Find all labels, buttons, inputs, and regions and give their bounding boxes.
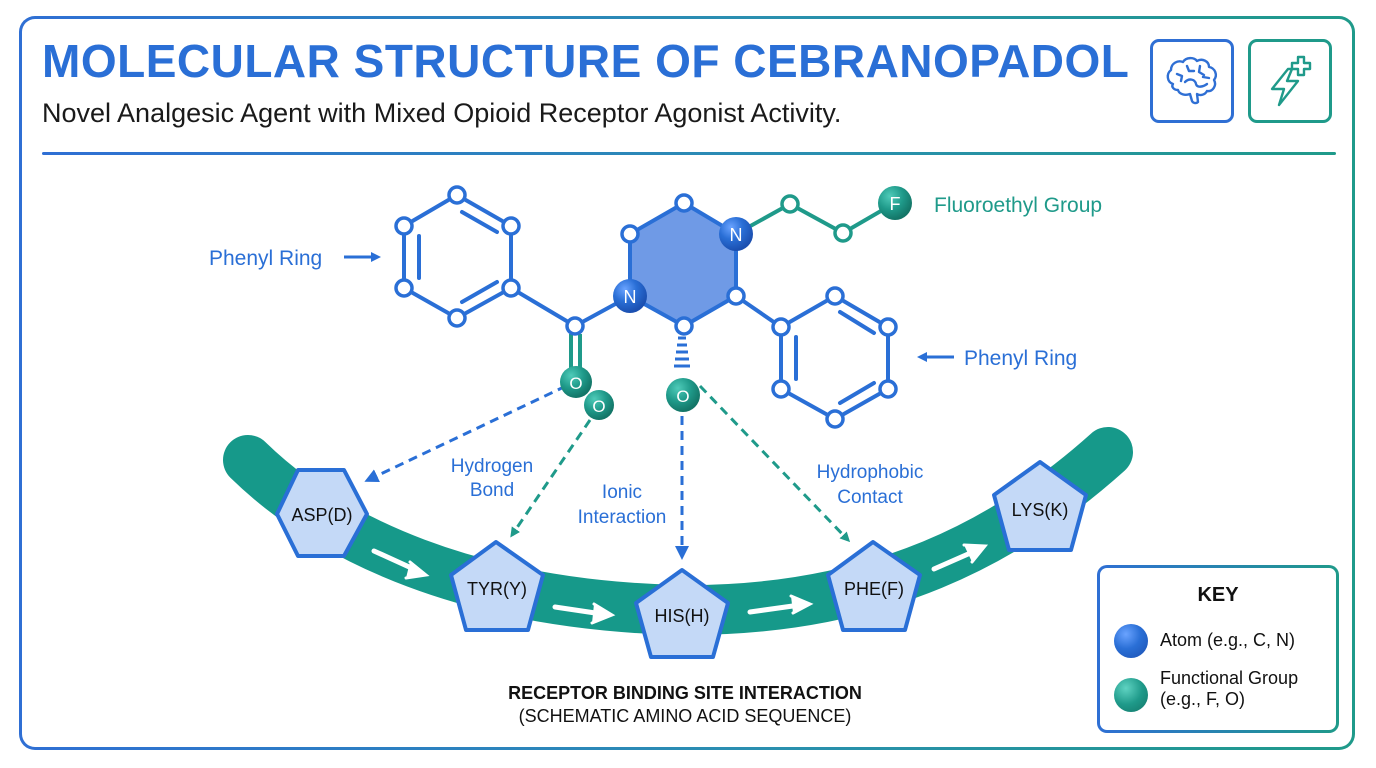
svg-text:N: N [730, 225, 743, 245]
svg-text:O: O [676, 387, 689, 406]
interaction-label: Ionic [602, 482, 642, 503]
legend-item-atom: Atom (e.g., C, N) [1114, 624, 1295, 658]
central-ring [628, 201, 738, 328]
residue-his: HIS(H) [634, 568, 730, 659]
lightning-plus-icon-box [1248, 39, 1332, 123]
legend-title: KEY [1197, 584, 1239, 606]
carbon-atom [620, 224, 640, 244]
residue-phe: PHE(F) [826, 540, 922, 632]
fluoroethyl-group-label: Fluoroethyl Group [934, 194, 1102, 217]
carbon-atom [825, 409, 845, 429]
oxygen-atom: O [666, 378, 700, 412]
sequence-arrowhead [962, 543, 989, 564]
hydrogen-bond-line [364, 384, 567, 483]
sequence-arrow [747, 602, 803, 615]
interaction-label: Hydrophobic [817, 462, 924, 483]
sequence-arrowhead [404, 560, 430, 580]
carbon-atom [780, 194, 800, 214]
bond [509, 286, 577, 328]
residue-label: TYR(Y) [467, 579, 527, 599]
residue-label: HIS(H) [655, 606, 710, 626]
carbon-atom [447, 308, 467, 328]
nitrogen-atom: N [719, 217, 753, 251]
residue-label: PHE(F) [844, 579, 904, 599]
carbon-atom [674, 193, 694, 213]
legend-label-sub: (e.g., F, O) [1160, 688, 1246, 709]
page-subtitle: Novel Analgesic Agent with Mixed Opioid … [42, 98, 842, 128]
carbon-atom [833, 223, 853, 243]
lightning-plus-icon [1270, 55, 1312, 107]
interaction-label: Interaction [578, 507, 667, 528]
carbon-atom [878, 379, 898, 399]
svg-text:F: F [890, 194, 901, 214]
carbon-atom [501, 216, 521, 236]
legend-key: KEY Atom (e.g., C, N) Functional Group (… [1097, 565, 1339, 733]
oxygen-atom: O [584, 390, 614, 420]
legend-label: Functional Group [1160, 668, 1299, 688]
carbon-atom [878, 317, 898, 337]
atom-sphere-icon [1114, 624, 1148, 658]
interaction-label: Hydrogen [451, 456, 533, 477]
oxygen-atom: O [560, 366, 592, 398]
caption-title: RECEPTOR BINDING SITE INTERACTION [508, 683, 862, 703]
carbon-atom [565, 316, 585, 336]
fluorine-atom: F [878, 186, 912, 220]
carbonyl-bond [569, 334, 582, 372]
carbon-atom [447, 185, 467, 205]
brain-icon-box [1150, 39, 1234, 123]
carbon-atom [726, 286, 746, 306]
svg-text:O: O [592, 397, 605, 416]
residue-label: ASP(D) [291, 505, 352, 525]
hydrogen-bond-line-2 [510, 419, 592, 538]
sequence-arrowhead [590, 602, 616, 625]
brain-icon [1166, 56, 1217, 105]
residue-label: LYS(K) [1012, 500, 1069, 520]
carbon-atom [394, 216, 414, 236]
residue-lys: LYS(K) [992, 460, 1088, 552]
interaction-label: Contact [837, 487, 903, 508]
phenyl-ring-left [402, 193, 513, 320]
carbon-atom [501, 278, 521, 298]
functional-group-sphere-icon [1114, 678, 1148, 712]
phenyl-ring-left-label: Phenyl Ring [209, 247, 322, 270]
carbon-atom [394, 278, 414, 298]
hashed-bond [674, 336, 690, 368]
sequence-arrows [371, 543, 989, 625]
phenyl-ring-right [779, 294, 890, 421]
phenyl-ring-right-label: Phenyl Ring [964, 347, 1077, 370]
carbon-atom [771, 379, 791, 399]
svg-text:O: O [569, 374, 582, 393]
carbon-atoms [394, 185, 898, 429]
caption-subtitle: (SCHEMATIC AMINO ACID SEQUENCE) [518, 705, 852, 726]
svg-text:N: N [624, 287, 637, 307]
interaction-label: Bond [470, 480, 514, 501]
legend-item-functional-group: Functional Group (e.g., F, O) [1114, 668, 1298, 712]
carbon-atom [771, 317, 791, 337]
hydrophobic-contact-line [698, 384, 851, 543]
chain-carbons [780, 194, 853, 243]
residue-tyr: TYR(Y) [449, 540, 545, 632]
fluoroethyl-chain [735, 202, 895, 236]
sequence-arrow [931, 548, 978, 572]
receptor-caption: RECEPTOR BINDING SITE INTERACTION (SCHEM… [440, 682, 930, 727]
sequence-arrowhead [789, 594, 814, 615]
page-title: MOLECULAR STRUCTURE OF CEBRANOPADOL [42, 35, 1130, 87]
nitrogen-atom: N [613, 279, 647, 313]
residue-asp: ASP(D) [275, 468, 369, 558]
header-divider [42, 152, 1336, 155]
legend-label: Atom (e.g., C, N) [1160, 630, 1296, 650]
carbon-atom [825, 286, 845, 306]
carbon-atom [674, 316, 694, 336]
